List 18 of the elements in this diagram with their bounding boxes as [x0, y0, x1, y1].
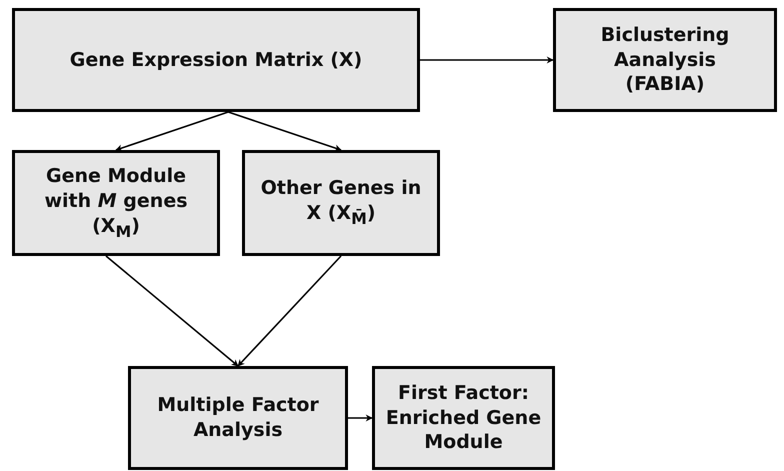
- process-box: [242, 150, 440, 256]
- arrow: [115, 111, 228, 152]
- box-label: Multiple Factor Analysis: [156, 393, 320, 443]
- box-label: Gene Module with M genes (X$_{M}$): [43, 164, 189, 242]
- box-label: Other Genes in X (X$_{M̄}$): [260, 176, 422, 230]
- box-label: First Factor: Enriched Gene Module: [384, 380, 542, 456]
- arrow: [348, 414, 373, 422]
- arrow: [228, 111, 342, 152]
- process-box: [553, 8, 777, 112]
- process-box: [12, 150, 220, 256]
- arrow: [237, 255, 342, 367]
- box-label: Gene Expression Matrix (X): [70, 48, 362, 72]
- arrow: [105, 255, 239, 367]
- process-box: [12, 8, 420, 112]
- process-box: [128, 366, 348, 470]
- box-label: Biclustering Aanalysis (FABIA): [600, 22, 730, 98]
- arrow: [420, 56, 554, 64]
- process-box: [372, 366, 555, 470]
